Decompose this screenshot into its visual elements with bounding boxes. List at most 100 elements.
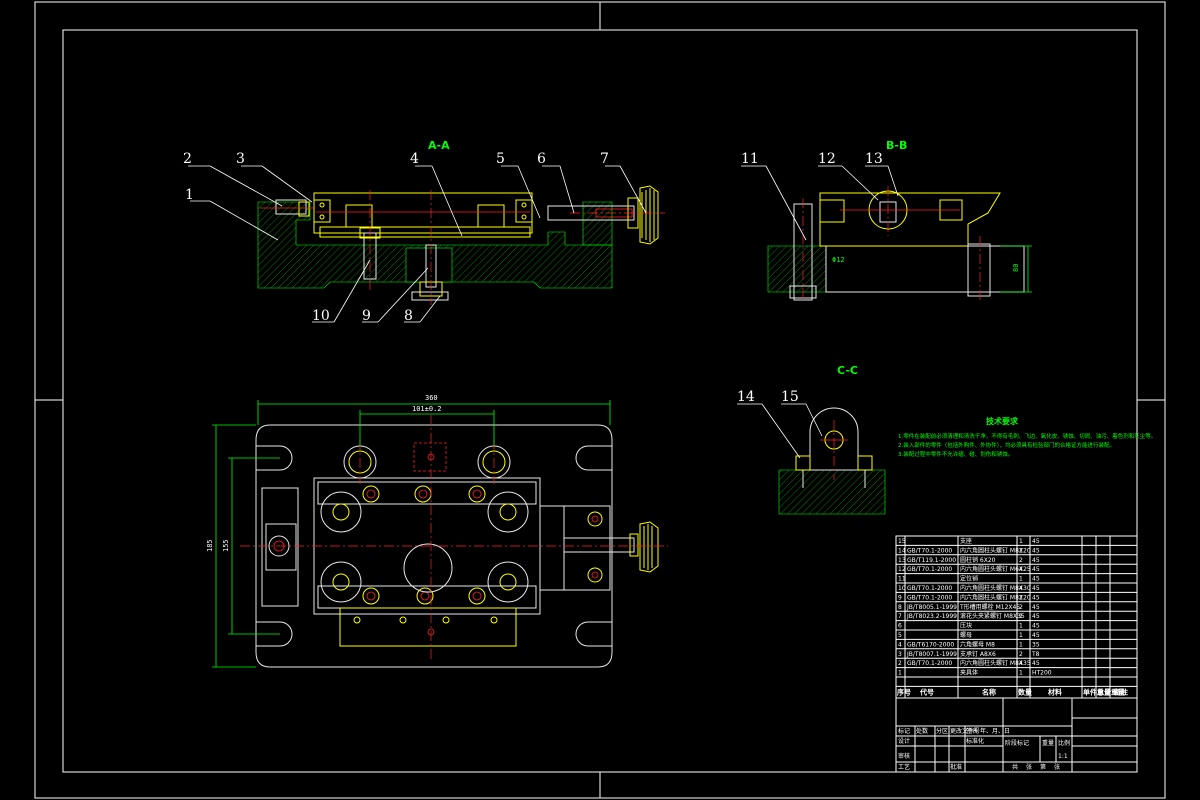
tb-approve: 批准 [950, 763, 962, 771]
section-cc-title: C-C [837, 364, 858, 377]
parts-cell: 3 [898, 651, 902, 658]
tb-design: 设计 [898, 737, 910, 745]
tech-note-1: 1.零件在装配前必须清理和清洗干净，不得有毛刺、飞边、氧化皮、锈蚀、切屑、油污、… [898, 432, 1156, 440]
bb-height-dimension: 80 [1012, 264, 1020, 272]
parts-cell: T形槽用螺栓 M12X45 [959, 603, 1020, 611]
parts-cell: 1 [1019, 576, 1023, 583]
callout-9: 9 [362, 308, 371, 324]
parts-cell: GB/T70.1-2000 [907, 594, 952, 601]
section-cc-callouts: 14 15 [737, 389, 823, 459]
tech-note-3: 3.装配过程中零件不允许磕、碰、划伤和锈蚀。 [898, 450, 1013, 458]
parts-cell: 4 [898, 641, 902, 648]
callout-3: 3 [236, 151, 245, 167]
tb-count: 处数 [916, 727, 928, 735]
tb-zone: 分区 [936, 727, 948, 735]
parts-cell: GB/T70.1-2000 [907, 566, 952, 573]
callout-8: 8 [404, 308, 413, 324]
parts-cell: 2 [1019, 604, 1023, 611]
parts-cell: 1 [1019, 623, 1023, 630]
section-bb-callouts: 11 12 13 [741, 151, 899, 241]
callout-5: 5 [496, 151, 505, 167]
parts-cell: 45 [1032, 623, 1040, 630]
tb-stage: 阶段标记 [1005, 739, 1029, 747]
tb-sheet-unit-2: 张 [1054, 763, 1060, 771]
parts-cell: 45 [1032, 585, 1040, 592]
section-bb-view: B-B 80 Φ12 [767, 139, 1032, 301]
tb-scale-value: 1:1 [1058, 753, 1068, 760]
section-aa-title: A-A [428, 139, 450, 152]
parts-cell: 六角螺母 M8 [960, 640, 995, 648]
parts-cell: JB/T8007.1-1999 [906, 651, 957, 658]
parts-header-cell: 名称 [982, 687, 996, 696]
tb-signature: 签名 [966, 727, 978, 735]
parts-cell: 2 [1019, 594, 1023, 601]
callout-1: 1 [185, 187, 194, 203]
drawing-frame [34, 1, 1166, 799]
parts-cell: 4 [1019, 585, 1023, 592]
dimension-slot-spacing: 155 [222, 539, 230, 552]
parts-cell: JB/T8023.2-1999 [906, 613, 957, 620]
parts-header-cell: 序号 [896, 687, 911, 696]
parts-header-cell: 总计重量 [1097, 687, 1125, 696]
technical-requirements: 技术要求 1.零件在装配前必须清理和清洗干净，不得有毛刺、飞边、氧化皮、锈蚀、切… [898, 416, 1156, 458]
parts-cell: 6 [898, 623, 902, 630]
tb-process: 工艺 [898, 763, 910, 771]
tb-scale-label: 比例 [1058, 739, 1070, 747]
parts-cell: 45 [1032, 576, 1040, 583]
parts-cell: GB/T6170-2000 [907, 641, 954, 648]
parts-cell: JB/T8005.1-1999 [906, 604, 957, 611]
parts-cell: 10 [898, 585, 906, 592]
parts-cell: HT200 [1032, 670, 1052, 677]
parts-cell: 45 [1032, 557, 1040, 564]
parts-cell: 滚花头夹紧螺钉 M8X35 [960, 612, 1025, 620]
dimension-overall-width: 185 [206, 539, 214, 552]
parts-cell: 1 [1019, 613, 1023, 620]
callout-11: 11 [741, 151, 759, 167]
callout-6: 6 [537, 151, 546, 167]
callout-13: 13 [865, 151, 883, 167]
parts-cell: 螺母 [960, 631, 972, 639]
parts-cell: 45 [1032, 660, 1040, 667]
parts-cell: 7 [898, 613, 902, 620]
callout-4: 4 [410, 151, 419, 167]
section-bb-title: B-B [886, 139, 907, 152]
parts-cell: 9 [898, 594, 902, 601]
cc-base [778, 469, 886, 515]
tb-mark: 标记 [898, 727, 910, 735]
top-view-dimensions: 360 101±0.2 185 155 [206, 394, 611, 668]
parts-header-cell: 单件重量 [1083, 687, 1111, 696]
parts-cell: 夹具体 [960, 669, 978, 677]
callout-10: 10 [312, 308, 330, 324]
right-upright [582, 201, 613, 246]
tb-review: 审核 [898, 752, 910, 760]
title-block: 标记 处数 分区 更改文件号 签名 年、月、日 设计 标准化 阶段标记 重量 比… [895, 697, 1138, 773]
parts-cell: 内六角圆柱头螺钉 M6X25 [960, 565, 1031, 573]
parts-cell: 压块 [960, 622, 972, 630]
tb-date: 年、月、日 [980, 727, 1010, 735]
tech-notes-title: 技术要求 [986, 416, 1019, 426]
parts-cell: 内六角圆柱头螺钉 M8X35 [960, 659, 1031, 667]
parts-cell: 定位销 [960, 575, 978, 583]
parts-cell: 35 [1032, 641, 1040, 648]
callout-2: 2 [183, 151, 192, 167]
parts-cell: 内六角圆柱头螺钉 M8X30 [960, 584, 1031, 592]
parts-cell: 1 [898, 670, 902, 677]
parts-cell: 5 [898, 632, 902, 639]
tb-standard: 标准化 [966, 737, 984, 745]
tb-sheet-no-label: 第 [1040, 763, 1046, 771]
tb-weight: 重量 [1042, 739, 1054, 747]
parts-cell: 支承钉 A8X6 [960, 650, 996, 658]
tb-sheet-total-label: 共 [1012, 763, 1018, 771]
parts-header-cell: 材料 [1047, 687, 1062, 696]
bb-base-left [767, 245, 827, 293]
section-aa-callouts: 1 2 3 4 5 6 7 10 9 8 [183, 151, 647, 324]
parts-cell: 1 [1019, 538, 1023, 545]
parts-cell: 8 [898, 604, 902, 611]
parts-cell: 45 [1032, 538, 1040, 545]
callout-7: 7 [600, 151, 609, 167]
parts-cell: 1 [1019, 641, 1023, 648]
parts-cell: 13 [898, 557, 906, 564]
parts-cell: GB/T70.1-2000 [907, 585, 952, 592]
callout-14: 14 [737, 389, 755, 405]
